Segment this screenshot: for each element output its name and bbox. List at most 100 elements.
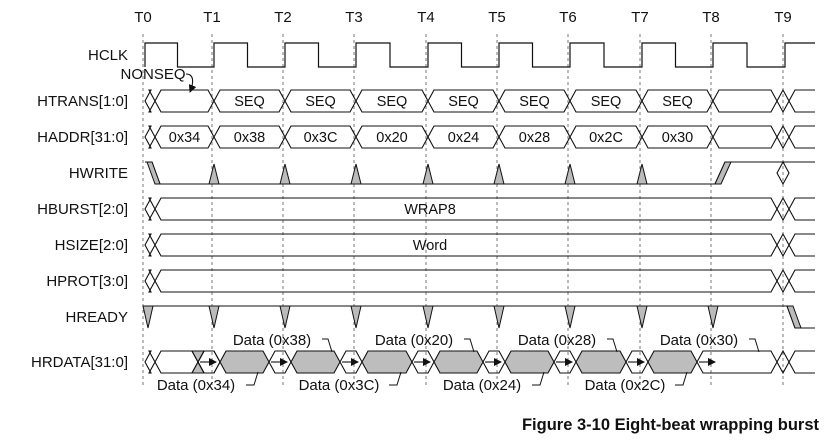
hwrite-glitch-7 [636, 163, 648, 185]
hwrite-glitch-2 [279, 163, 291, 185]
hready-dip-8 [707, 305, 719, 329]
time-label-t3: T3 [345, 9, 363, 26]
haddr-value-5: 0x28 [519, 130, 550, 146]
hrdata-label-top-1: Data (0x20) [375, 332, 453, 349]
hsize-value: Word [413, 238, 447, 254]
hready-end-glitch [786, 305, 802, 329]
hrdata-segment-invalid [154, 350, 199, 374]
hburst-tail [788, 197, 815, 221]
hclk-waveform [144, 42, 815, 68]
hrdata-label-bottom-1: Data (0x3C) [299, 377, 380, 394]
hrdata-label-top-leader-2 [607, 338, 618, 353]
hrdata-label-top-leader-0 [322, 338, 333, 353]
hrdata-label-top-0: Data (0x38) [233, 332, 311, 349]
hrdata-beat-1 [219, 350, 270, 374]
hburst-value: WRAP8 [404, 202, 456, 218]
time-label-t8: T8 [702, 9, 720, 26]
hburst-segment [154, 197, 778, 221]
hrdata-segment-last [696, 350, 778, 374]
hrdata-label-bottom-leader-1 [389, 371, 402, 386]
haddr-value-6: 0x2C [589, 130, 623, 146]
haddr-value-1: 0x38 [234, 130, 265, 146]
nonseq-pointer-arrow [185, 73, 197, 93]
hrdata-beat-5 [504, 350, 555, 374]
time-label-t4: T4 [417, 9, 435, 26]
hsize-tail [788, 233, 815, 257]
hrdata-label-bottom-0: Data (0x34) [157, 377, 235, 394]
hready-dip-5 [493, 305, 505, 329]
hready-dip-6 [564, 305, 576, 329]
hrdata-beat-7 [647, 350, 698, 374]
hready-dip-0 [142, 305, 154, 329]
haddr-value-4: 0x24 [448, 130, 479, 146]
htrans-segment-idle [712, 89, 778, 113]
haddr-value-0: 0x34 [169, 130, 200, 146]
hrdata-label-top-3: Data (0x30) [660, 332, 738, 349]
hrdata-label-bottom-3: Data (0x2C) [585, 377, 666, 394]
time-label-t9: T9 [774, 9, 792, 26]
hsize-segment [154, 233, 778, 257]
hrdata-label-top-leader-3 [749, 338, 760, 353]
hrdata-beat-6 [575, 350, 627, 374]
hprot-segment [154, 269, 778, 293]
hprot-tail [788, 269, 815, 293]
haddr-value-3: 0x20 [376, 130, 407, 146]
htrans-nonseq-label: NONSEQ [120, 66, 185, 83]
hwrite-glitch-3 [350, 163, 362, 185]
htrans-value-7: SEQ [662, 94, 693, 110]
time-label-t5: T5 [488, 9, 506, 26]
hwrite-glitch-1 [208, 163, 220, 185]
time-label-t6: T6 [559, 9, 577, 26]
hready-dip-1 [208, 305, 220, 329]
hwrite-end-stub [776, 160, 790, 186]
signal-label-hrdata: HRDATA[31:0] [31, 354, 128, 371]
hready-dip-3 [350, 305, 362, 329]
hwrite-glitch-start [146, 161, 161, 185]
htrans-value-2: SEQ [305, 94, 336, 110]
signal-label-hsize: HSIZE[2:0] [55, 237, 128, 254]
hrdata-label-bottom-leader-0 [246, 371, 259, 386]
signal-label-hready: HREADY [65, 309, 128, 326]
time-label-t7: T7 [631, 9, 649, 26]
haddr-start-stub [144, 125, 156, 149]
htrans-segment-nonseq [154, 89, 215, 113]
haddr-segment-idle [712, 125, 778, 149]
hwrite-glitch-5 [493, 163, 505, 185]
hready-dip-7 [636, 305, 648, 329]
hprot-start-stub [144, 269, 156, 293]
time-label-t2: T2 [274, 9, 292, 26]
hrdata-label-top-leader-1 [464, 338, 475, 353]
htrans-start-stub [144, 89, 156, 113]
signal-label-hclk: HCLK [88, 47, 128, 64]
hwrite-glitch-end [714, 161, 732, 185]
hwrite-glitch-6 [564, 163, 576, 185]
htrans-value-6: SEQ [591, 94, 622, 110]
hready-dip-2 [279, 305, 291, 329]
htrans-value-5: SEQ [519, 94, 550, 110]
htrans-value-4: SEQ [448, 94, 479, 110]
hsize-start-stub [144, 233, 156, 257]
haddr-tail [788, 125, 815, 149]
hrdata-label-bottom-leader-2 [532, 371, 545, 386]
hburst-start-stub [144, 197, 156, 221]
hrdata-beat-4 [433, 350, 484, 374]
hrdata-label-bottom-2: Data (0x24) [443, 377, 521, 394]
figure-caption: Figure 3-10 Eight-beat wrapping burst [521, 416, 819, 434]
hrdata-start-stub [144, 350, 156, 374]
signal-label-htrans: HTRANS[1:0] [37, 93, 128, 110]
hrdata-label-top-2: Data (0x28) [518, 332, 596, 349]
hrdata-beat-3 [361, 350, 413, 374]
time-label-t1: T1 [203, 9, 221, 26]
signal-label-haddr: HADDR[31:0] [37, 129, 128, 146]
haddr-value-2: 0x3C [304, 130, 338, 146]
hwrite-glitch-4 [422, 163, 434, 185]
haddr-value-7: 0x30 [662, 130, 693, 146]
hwrite-waveform [145, 161, 815, 185]
hrdata-beat-2 [290, 350, 341, 374]
htrans-tail [788, 89, 815, 113]
htrans-value-3: SEQ [377, 94, 408, 110]
htrans-value-1: SEQ [234, 94, 265, 110]
hrdata-tail [788, 350, 815, 374]
signal-label-hburst: HBURST[2:0] [37, 201, 128, 218]
